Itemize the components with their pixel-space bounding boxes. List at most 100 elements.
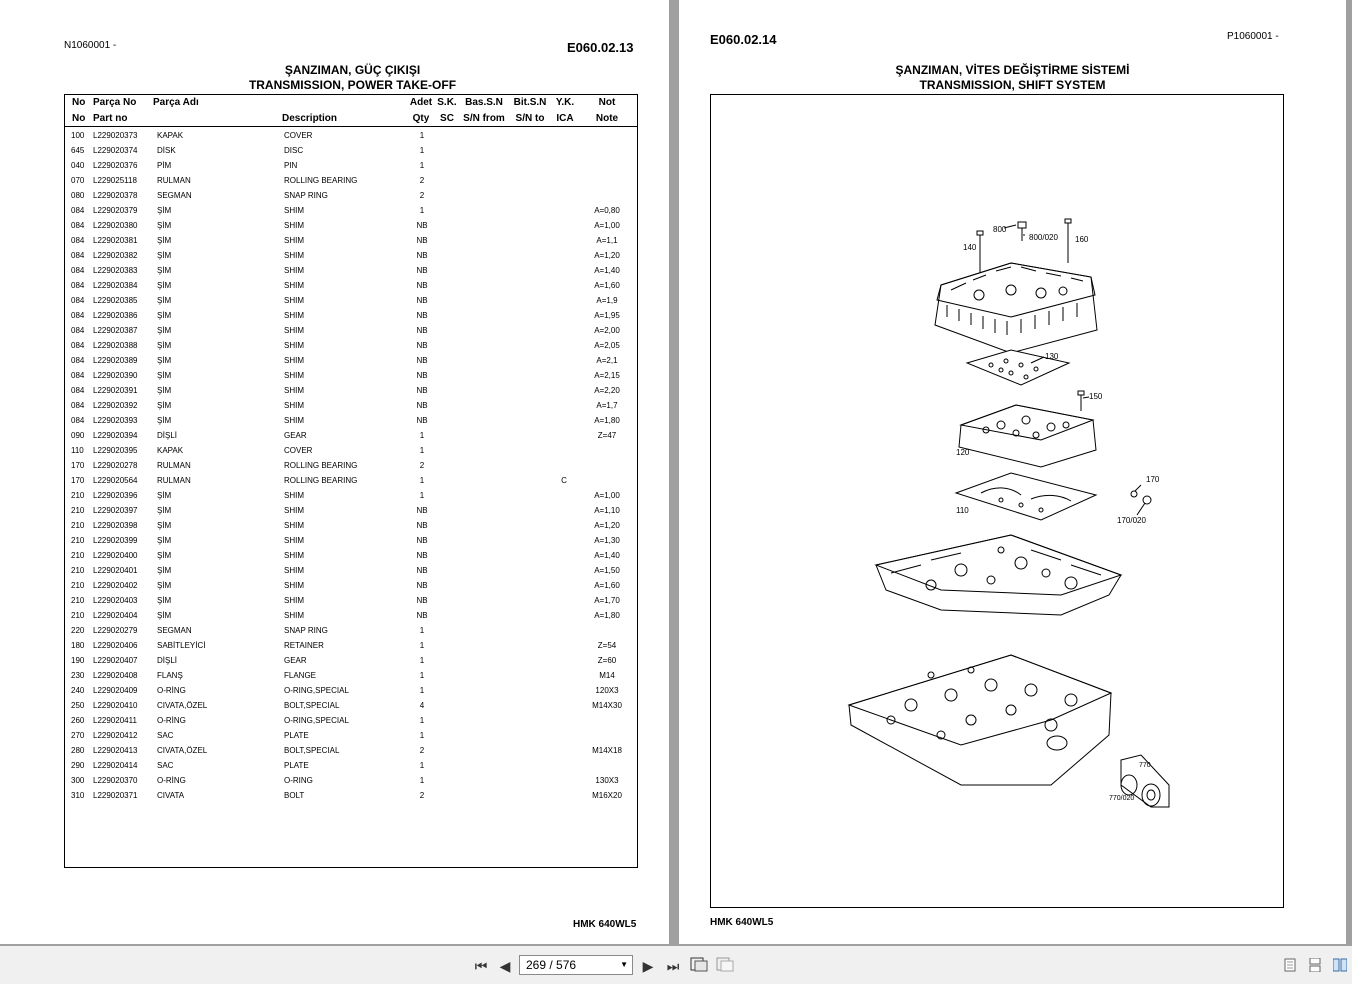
- next-page-icon[interactable]: ▶: [642, 958, 654, 974]
- row-part-no: L229020404: [93, 611, 138, 620]
- row-no: 070: [71, 176, 85, 185]
- page-indicator-text: 269 / 576: [526, 958, 577, 972]
- row-qty: 1: [419, 491, 425, 500]
- callout-170: 170: [1146, 475, 1160, 484]
- prev-page-icon[interactable]: ◀: [499, 958, 511, 974]
- row-no: 084: [71, 296, 85, 305]
- row-note: M14X30: [592, 701, 622, 710]
- row-no: 100: [71, 131, 85, 140]
- row-no: 084: [71, 281, 85, 290]
- row-part-no: L229020380: [93, 221, 138, 230]
- row-no: 230: [71, 671, 85, 680]
- row-note: A=1,20: [594, 251, 620, 260]
- row-no: 084: [71, 311, 85, 320]
- two-page-icon[interactable]: [1332, 958, 1348, 972]
- col-header-name-tr: Parça Adı: [153, 97, 199, 108]
- row-note: A=1,7: [596, 401, 618, 410]
- row-description: SHIM: [284, 551, 304, 560]
- row-name-tr: ŞİM: [157, 386, 172, 395]
- row-no: 210: [71, 506, 85, 515]
- row-no: 084: [71, 401, 85, 410]
- row-note: A=1,00: [594, 491, 620, 500]
- first-page-icon[interactable]: ⏮: [474, 958, 488, 974]
- row-no: 300: [71, 776, 85, 785]
- row-part-no: L229020397: [93, 506, 138, 515]
- row-no: 310: [71, 791, 85, 800]
- row-no: 250: [71, 701, 85, 710]
- row-part-no: L229020402: [93, 581, 138, 590]
- doc-reference: N1060001 -: [64, 40, 117, 51]
- last-page-icon[interactable]: ⏭: [666, 958, 680, 974]
- row-name-tr: ŞİM: [157, 371, 172, 380]
- row-note: 130X3: [595, 776, 619, 785]
- row-part-no: L229020406: [93, 641, 138, 650]
- row-name-tr: ŞİM: [157, 566, 172, 575]
- row-note: A=1,9: [596, 296, 618, 305]
- row-note: A=1,80: [594, 611, 620, 620]
- row-description: RETAINER: [284, 641, 324, 650]
- row-name-tr: KAPAK: [157, 446, 184, 455]
- row-name-tr: O-RİNG: [157, 776, 186, 785]
- fit-page-icon[interactable]: [689, 956, 709, 976]
- row-qty: NB: [416, 401, 428, 410]
- page-number-input[interactable]: 269 / 576 ▼: [519, 955, 633, 975]
- continuous-icon[interactable]: [1308, 957, 1322, 973]
- row-note: A=1,60: [594, 281, 620, 290]
- row-description: SHIM: [284, 521, 304, 530]
- callout-770-020: 770/020: [1109, 795, 1134, 802]
- row-name-tr: ŞİM: [157, 281, 172, 290]
- row-description: SHIM: [284, 611, 304, 620]
- row-description: SHIM: [284, 281, 304, 290]
- callout-110: 110: [956, 506, 969, 515]
- single-page-icon[interactable]: [1283, 958, 1297, 972]
- section-code-right: E060.02.14: [710, 32, 777, 47]
- row-qty: 1: [419, 161, 425, 170]
- row-note: A=1,50: [594, 566, 620, 575]
- row-qty: 1: [419, 431, 425, 440]
- row-qty: NB: [416, 251, 428, 260]
- row-name-tr: O-RİNG: [157, 716, 186, 725]
- row-description: PIN: [284, 161, 298, 170]
- col-header-sn-to-en: S/N to: [515, 113, 545, 124]
- row-part-no: L229020371: [93, 791, 138, 800]
- row-name-tr: ŞİM: [157, 341, 172, 350]
- page-dropdown-icon[interactable]: ▼: [620, 960, 628, 969]
- col-header-sc: SC: [440, 113, 454, 124]
- row-part-no: L229020381: [93, 236, 138, 245]
- row-name-tr: ŞİM: [157, 416, 172, 425]
- row-note: A=1,40: [594, 266, 620, 275]
- row-description: ROLLING BEARING: [284, 176, 358, 185]
- row-no: 210: [71, 611, 85, 620]
- row-qty: 1: [419, 206, 425, 215]
- row-part-no: L229020279: [93, 626, 138, 635]
- col-header-no-en: No: [72, 113, 86, 124]
- row-part-no: L229020390: [93, 371, 138, 380]
- table-header-row-2: No Part no Description Qty SC S/N from S…: [65, 113, 637, 129]
- row-note: A=1,40: [594, 551, 620, 560]
- row-note: A=2,05: [594, 341, 620, 350]
- row-note: A=2,15: [594, 371, 620, 380]
- fit-width-icon[interactable]: [715, 956, 735, 976]
- callout-170-020: 170/020: [1117, 516, 1146, 525]
- row-no: 170: [71, 476, 85, 485]
- row-no: 084: [71, 251, 85, 260]
- row-qty: 1: [419, 146, 425, 155]
- row-description: SHIM: [284, 491, 304, 500]
- row-name-tr: KAPAK: [157, 131, 184, 140]
- row-qty: NB: [416, 521, 428, 530]
- row-part-no: L229020407: [93, 656, 138, 665]
- row-description: ROLLING BEARING: [284, 476, 358, 485]
- row-name-tr: CIVATA,ÖZEL: [157, 746, 208, 755]
- row-no: 290: [71, 761, 85, 770]
- table-header-row-1: No Parça No Parça Adı Adet S.K. Bas.S.N …: [65, 97, 637, 113]
- row-description: SHIM: [284, 506, 304, 515]
- row-part-no: L229020382: [93, 251, 138, 260]
- page-title-en: TRANSMISSION, POWER TAKE-OFF: [248, 78, 457, 92]
